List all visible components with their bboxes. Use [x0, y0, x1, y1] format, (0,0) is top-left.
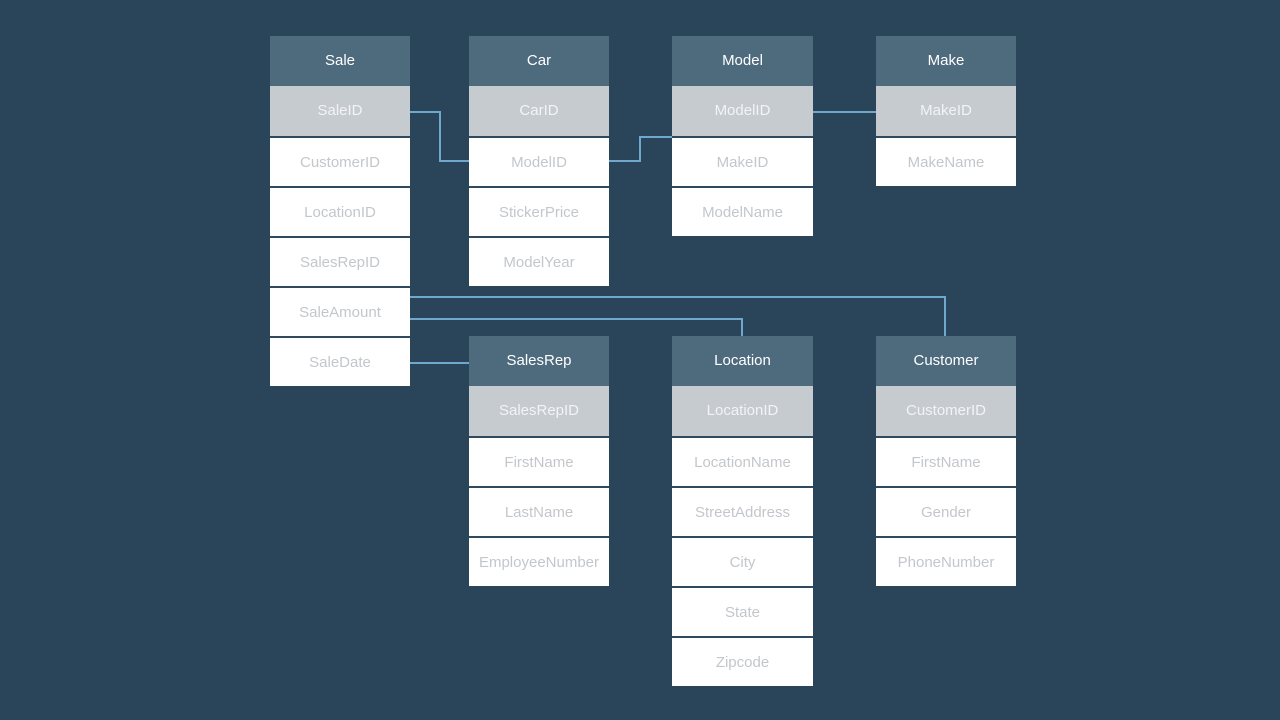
primary-key-row-carid[interactable]: CarID: [469, 86, 609, 136]
primary-key-row-customerid[interactable]: CustomerID: [876, 386, 1016, 436]
relationship-line-car-to-model: [609, 136, 672, 162]
relationship-line-sale-to-car: [410, 111, 470, 162]
entity-title-model: Model: [672, 36, 813, 86]
relationship-line-sale-to-customer: [410, 296, 946, 338]
field-row-stickerprice[interactable]: StickerPrice: [469, 186, 609, 236]
primary-key-row-saleid[interactable]: SaleID: [270, 86, 410, 136]
field-row-saledate[interactable]: SaleDate: [270, 336, 410, 386]
field-row-zipcode[interactable]: Zipcode: [672, 636, 813, 686]
field-row-employeenumber[interactable]: EmployeeNumber: [469, 536, 609, 586]
entity-title-salesrep: SalesRep: [469, 336, 609, 386]
field-row-phonenumber[interactable]: PhoneNumber: [876, 536, 1016, 586]
field-row-lastname[interactable]: LastName: [469, 486, 609, 536]
field-row-makeid[interactable]: MakeID: [672, 136, 813, 186]
entity-title-car: Car: [469, 36, 609, 86]
primary-key-row-locationid[interactable]: LocationID: [672, 386, 813, 436]
field-row-makename[interactable]: MakeName: [876, 136, 1016, 186]
primary-key-row-modelid[interactable]: ModelID: [672, 86, 813, 136]
primary-key-row-salesrepid[interactable]: SalesRepID: [469, 386, 609, 436]
field-row-locationid[interactable]: LocationID: [270, 186, 410, 236]
field-row-saleamount[interactable]: SaleAmount: [270, 286, 410, 336]
relationship-line-sale-to-location: [410, 318, 743, 338]
entity-title-sale: Sale: [270, 36, 410, 86]
field-row-gender[interactable]: Gender: [876, 486, 1016, 536]
field-row-streetaddress[interactable]: StreetAddress: [672, 486, 813, 536]
field-row-salesrepid[interactable]: SalesRepID: [270, 236, 410, 286]
entity-title-customer: Customer: [876, 336, 1016, 386]
field-row-modelname[interactable]: ModelName: [672, 186, 813, 236]
field-row-locationname[interactable]: LocationName: [672, 436, 813, 486]
field-row-firstname[interactable]: FirstName: [469, 436, 609, 486]
field-row-modelid[interactable]: ModelID: [469, 136, 609, 186]
entity-title-location: Location: [672, 336, 813, 386]
entity-title-make: Make: [876, 36, 1016, 86]
primary-key-row-makeid[interactable]: MakeID: [876, 86, 1016, 136]
field-row-firstname[interactable]: FirstName: [876, 436, 1016, 486]
field-row-modelyear[interactable]: ModelYear: [469, 236, 609, 286]
field-row-city[interactable]: City: [672, 536, 813, 586]
field-row-customerid[interactable]: CustomerID: [270, 136, 410, 186]
field-row-state[interactable]: State: [672, 586, 813, 636]
